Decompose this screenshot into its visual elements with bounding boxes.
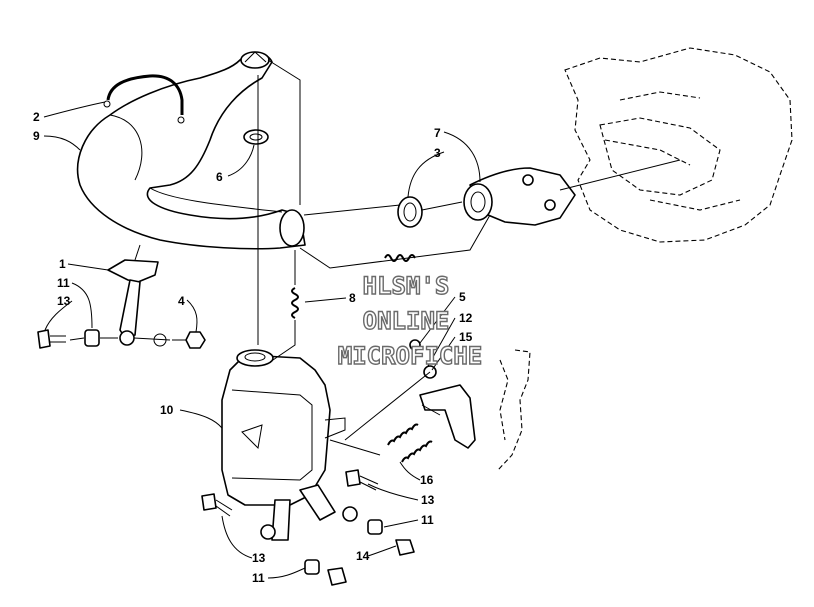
callout-14: 14 xyxy=(356,549,370,563)
callout-15: 15 xyxy=(459,330,473,344)
bushing-11-right xyxy=(367,519,383,535)
muffler-spring-2 xyxy=(401,440,433,463)
assembly-lines xyxy=(69,59,681,456)
callout-13-left: 13 xyxy=(57,294,71,308)
watermark: HLSM'S ONLINE MICROFICHE xyxy=(337,271,483,370)
pipe-outlet-flange xyxy=(279,209,305,247)
exhaust-spring-vertical xyxy=(291,287,299,319)
callout-5: 5 xyxy=(459,290,466,304)
callout-16: 16 xyxy=(420,473,434,487)
bushing-11-left xyxy=(84,329,100,347)
muffler-spring-1 xyxy=(387,423,419,446)
callout-4: 4 xyxy=(178,294,185,308)
exhaust-pipe xyxy=(76,51,306,250)
frame-outline xyxy=(497,349,531,471)
manifold-seal xyxy=(397,196,423,228)
exhaust-manifold xyxy=(397,167,576,228)
callouts: 2 9 6 7 3 1 11 13 4 8 5 12 15 10 16 13 1… xyxy=(33,110,473,585)
callout-13-bottom: 13 xyxy=(252,551,266,565)
callout-9: 9 xyxy=(33,129,40,143)
callout-2: 2 xyxy=(33,110,40,124)
nut-4 xyxy=(185,331,206,349)
callout-8: 8 xyxy=(349,291,356,305)
bolt-14-b xyxy=(327,567,347,586)
callout-6: 6 xyxy=(216,170,223,184)
pipe-inlet-flange xyxy=(240,51,270,69)
front-bracket xyxy=(107,259,171,347)
bolt-13-bottom xyxy=(201,493,233,517)
callout-11-bottom: 11 xyxy=(252,571,265,585)
gasket xyxy=(243,129,269,145)
watermark-line-3: MICROFICHE xyxy=(338,342,483,370)
callout-1: 1 xyxy=(59,257,66,271)
watermark-line-1: HLSM'S xyxy=(363,272,450,300)
callout-11-right: 11 xyxy=(421,513,434,527)
callout-7: 7 xyxy=(434,126,441,140)
callout-10: 10 xyxy=(160,403,174,417)
muffler xyxy=(221,349,358,541)
watermark-line-2: ONLINE xyxy=(363,307,450,335)
callout-11-left: 11 xyxy=(57,276,70,290)
exhaust-spring-horizontal xyxy=(384,254,416,262)
engine-outline xyxy=(564,47,793,243)
bolt-14-a xyxy=(395,539,415,556)
leader-lines xyxy=(43,101,481,579)
bolt-13-right xyxy=(345,469,379,491)
callout-3: 3 xyxy=(434,146,441,160)
callout-13-right: 13 xyxy=(421,493,435,507)
bolt-13-left xyxy=(37,329,66,349)
callout-12: 12 xyxy=(459,311,473,325)
muffler-inlet xyxy=(236,349,274,367)
bushing-11-bottom xyxy=(304,559,320,575)
hanger-spring xyxy=(106,74,184,115)
